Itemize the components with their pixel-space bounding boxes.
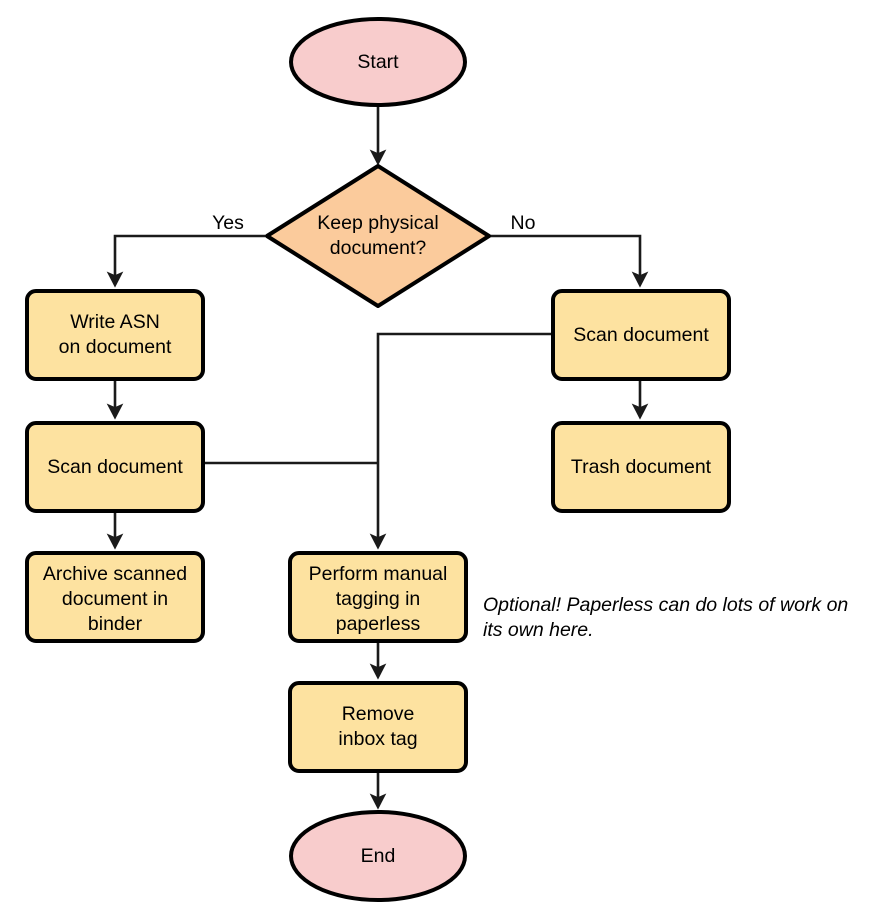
edge-decision-yes-to-write-asn [106,234,265,288]
write-asn-label-line2: on document [59,336,172,358]
annotation-line1: Optional! Paperless can do lots of work … [483,594,848,616]
manual-tagging-label-line3: paperless [336,613,421,635]
annotation-line2: its own here. [483,619,594,641]
remove-inbox-tag-label-line1: Remove [342,703,415,725]
scan-document-left-label: Scan document [47,456,183,478]
start-ellipse [289,17,467,107]
node-archive-scanned-document[interactable]: Archive scanned document in binder [25,551,205,643]
node-start[interactable]: Start [289,17,467,107]
end-ellipse [289,810,467,902]
node-end[interactable]: End [289,810,467,902]
node-decision-keep-physical-document[interactable]: Keep physical document? [265,164,491,308]
edge-label-no: No [511,212,536,234]
decision-diamond [265,164,491,308]
start-label: Start [357,51,399,73]
annotation-optional-note: Optional! Paperless can do lots of work … [483,594,848,641]
manual-tagging-label-line1: Perform manual [309,563,448,585]
manual-tagging-label-line2: tagging in [336,588,421,610]
archive-label-line3: binder [88,613,143,635]
remove-inbox-tag-label-line2: inbox tag [338,728,417,750]
node-trash-document[interactable]: Trash document [551,421,731,513]
archive-box [25,551,205,643]
edge-label-yes: Yes [212,212,244,234]
scan-document-right-box [551,289,731,381]
scan-document-left-box [25,421,205,513]
trash-document-box [551,421,731,513]
archive-label-line1: Archive scanned [43,563,187,585]
edge-scan-right-to-manual-tag [369,332,553,550]
remove-inbox-tag-box [288,681,468,773]
node-perform-manual-tagging[interactable]: Perform manual tagging in paperless [288,551,468,643]
node-scan-document-left[interactable]: Scan document [25,421,205,513]
archive-label-line2: document in [62,588,168,610]
manual-tagging-box [288,551,468,643]
node-remove-inbox-tag[interactable]: Remove inbox tag [288,681,468,773]
decision-label-line2: document? [330,237,427,259]
end-label: End [361,845,396,867]
scan-document-right-label: Scan document [573,324,709,346]
write-asn-box [25,289,205,381]
trash-document-label: Trash document [571,456,712,478]
node-write-asn[interactable]: Write ASN on document [25,289,205,381]
node-scan-document-right[interactable]: Scan document [551,289,731,381]
write-asn-label-line1: Write ASN [70,311,160,333]
decision-label-line1: Keep physical [317,212,438,234]
edge-decision-no-to-scan-right [490,234,649,288]
